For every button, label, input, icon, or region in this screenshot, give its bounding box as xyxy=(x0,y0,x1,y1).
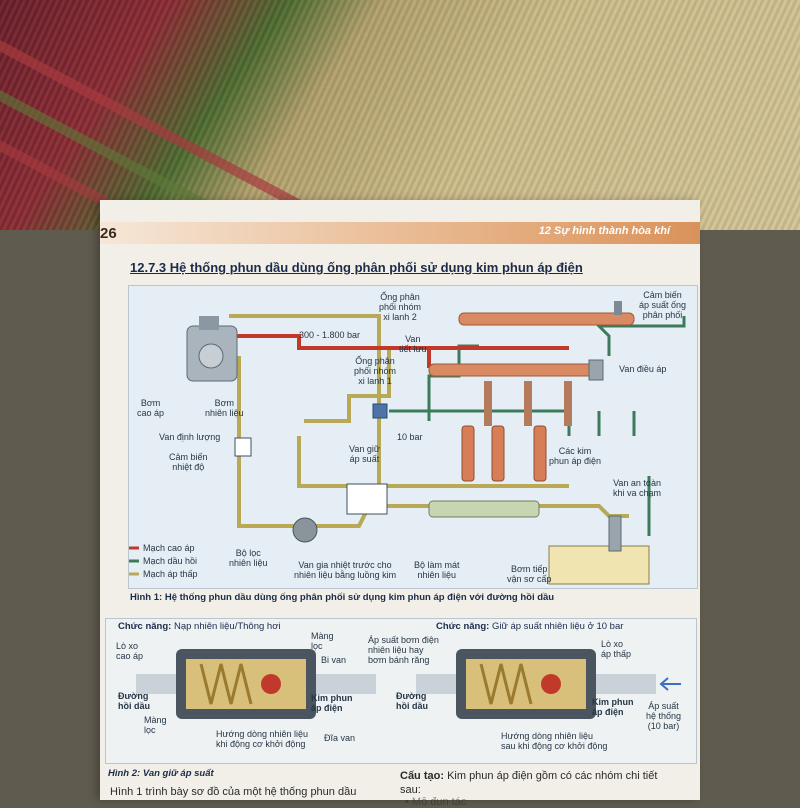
fuel-cooler xyxy=(428,500,540,518)
low-pressure-line xyxy=(304,346,391,423)
legend-return: Mạch dầu hồi xyxy=(143,556,198,566)
rail-bank-1 xyxy=(428,363,595,377)
left-function: Chức năng: Nạp nhiên liệu/Thông hơi xyxy=(118,621,281,632)
legend-high-pressure: Mạch cao áp xyxy=(143,543,195,553)
bullet-text: • Mô đun tác xyxy=(405,796,467,808)
pressure-regulator xyxy=(588,359,604,381)
return-line xyxy=(597,411,636,436)
right-function: Chức năng: Giữ áp suất nhiên liệu ở 10 b… xyxy=(436,621,624,632)
low-pressure-line xyxy=(309,504,429,528)
supply-pump xyxy=(608,515,622,552)
legend-low-pressure: Mạch áp thấp xyxy=(143,569,198,579)
label-left-ball: Bi van xyxy=(321,655,347,665)
figure-2-diagram: Chức năng: Nạp nhiên liệu/Thông hơi Lò x… xyxy=(105,618,697,764)
rail-bank-2 xyxy=(458,312,635,326)
right-inlet xyxy=(416,674,456,694)
system-pressure-arrow xyxy=(659,677,681,691)
left-outlet xyxy=(316,674,376,694)
figure-2-caption: Hình 2: Van giữ áp suất xyxy=(108,768,214,779)
return-line xyxy=(595,316,686,356)
low-pressure-line xyxy=(297,436,359,488)
page-number: 26 xyxy=(100,225,117,242)
left-inlet xyxy=(136,674,176,694)
left-ball xyxy=(261,674,281,694)
label-left-disc: Đĩa van xyxy=(324,733,356,743)
structure-paragraph-2: sau: xyxy=(400,784,421,796)
label-ten-bar: 10 bar xyxy=(397,432,423,442)
book-page: 26 12 Sự hình thành hòa khí 12.7.3 Hệ th… xyxy=(100,200,700,808)
page-header-band xyxy=(100,222,700,244)
figure-reference-text: Hình 1 trình bày sơ đồ của một hệ thống … xyxy=(110,786,357,798)
fuel-filter xyxy=(292,517,318,543)
high-pressure-pump xyxy=(186,316,238,382)
fuel-system-schematic xyxy=(129,301,686,585)
fuel-tank xyxy=(548,545,650,585)
left-spring xyxy=(199,663,253,705)
label-regulator: Van điều áp xyxy=(619,364,667,374)
right-ball xyxy=(541,674,561,694)
piezo-injectors xyxy=(461,381,572,482)
preheat-valve xyxy=(346,483,388,515)
label-metering-valve: Van định lượng xyxy=(159,432,221,442)
figure-1-caption: Hình 1: Hệ thống phun dầu dùng ống phân … xyxy=(130,592,555,603)
section-title: 12.7.3 Hệ thống phun dầu dùng ống phân p… xyxy=(130,260,583,275)
pressure-hold-valve xyxy=(372,403,388,419)
temperature-sensor xyxy=(234,437,252,457)
structure-paragraph: Cấu tạo: Kim phun áp điện gồm có các nhó… xyxy=(400,770,658,782)
chapter-title: 12 Sự hình thành hòa khí xyxy=(538,225,670,237)
high-pressure-line xyxy=(229,334,569,350)
label-pressure-high: 300 - 1.800 bar xyxy=(299,330,361,340)
right-spring xyxy=(479,663,533,705)
rail-pressure-sensor xyxy=(614,301,622,315)
low-pressure-line xyxy=(237,356,299,528)
pressure-valve-cutaways xyxy=(136,649,681,719)
right-outlet xyxy=(596,674,656,694)
